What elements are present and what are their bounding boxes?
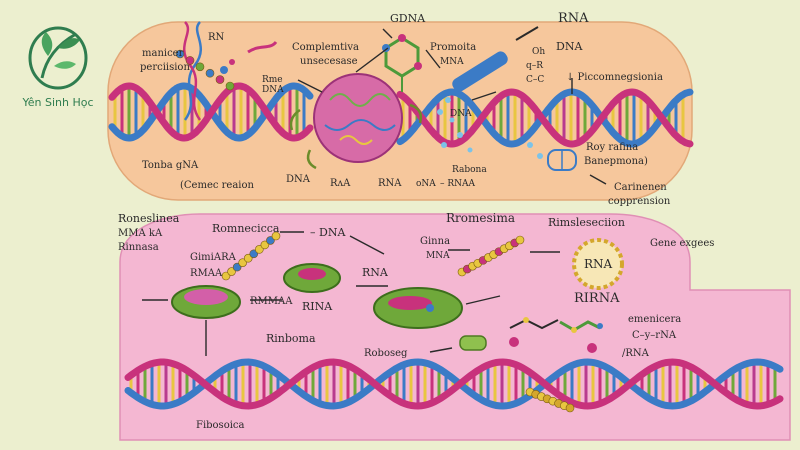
chain-a-bead [243, 253, 253, 263]
nucleus-cluster [289, 73, 423, 170]
chain-a-bead [221, 271, 231, 281]
capsule-icon [527, 142, 577, 171]
chain-a-bead [260, 240, 270, 250]
green-capsule-icon [459, 335, 597, 353]
label-gene-excgees: Gene exgees [650, 238, 714, 249]
label-mma-ka: MMA kA [118, 228, 163, 239]
chain-d-bead [225, 81, 235, 91]
label-oh: Oh [532, 47, 545, 57]
label-rna-center: RNA [362, 266, 389, 279]
label-ona: oNA [416, 179, 436, 189]
label-rna-mid: RNA [378, 178, 402, 189]
chain-a-bead [227, 267, 236, 276]
label-emenicera: emenicera [628, 314, 681, 325]
label-rnaa: – RNAA [440, 179, 476, 189]
label-cemecreaion: (Cemec reaion [180, 180, 255, 191]
label-roboseg: Roboseg [364, 348, 408, 359]
label-romnecicca: Romnecicca [212, 222, 280, 235]
bottom-helix-strand-b [124, 358, 784, 410]
chain-d-bead [195, 62, 205, 72]
label-gimiara: GimiARA [190, 252, 237, 263]
label-rinboma: Rinboma [266, 332, 316, 345]
label-manicer: manicer [142, 48, 184, 59]
label-perciision: perciision [140, 62, 190, 73]
molecule-icon [509, 317, 603, 333]
label-rimslesecion: Rimsleseciion [548, 216, 625, 229]
label-rabona: Rabona [452, 165, 487, 175]
label-rmaa: RMAA [190, 268, 223, 279]
label-cc: C–C [526, 75, 544, 85]
mini-helix-icon [183, 21, 278, 121]
label-promoita: Promoita [430, 42, 476, 53]
chain-a-bead [255, 245, 264, 254]
label-dna-right: DNA [556, 40, 583, 53]
label-tonba-gna: Tonba gNA [142, 160, 199, 171]
label-complementive: Complemtiva [292, 42, 359, 53]
chain-a-bead [249, 249, 259, 259]
label-ginna: Ginna [420, 236, 450, 247]
chain-a-bead [238, 258, 247, 267]
label-y-rna: C–y–rNA [632, 330, 677, 341]
top-helix-right-strand-a [396, 88, 694, 148]
label-mna-bottom: MNA [426, 251, 450, 261]
label-unsecesace: unsecesase [300, 56, 358, 67]
label-copprension: copprension [608, 196, 671, 207]
label-rme-dna: DNA [262, 85, 284, 95]
pipette-icon [437, 26, 539, 153]
label-rinnasa: Rinnasa [118, 242, 159, 253]
label-dna-small: DNA [450, 109, 472, 119]
chain-a-bead [232, 262, 242, 272]
label-roy-rafina: Roy rafina [586, 142, 638, 153]
label-qr: q–R [526, 61, 543, 71]
chain-d-bead [175, 49, 185, 59]
label-dna-mid: DNA [286, 174, 311, 185]
ribosome-left [171, 285, 241, 319]
logo-caption: Yên Sinh Học [21, 96, 93, 109]
chain-d-bead [185, 56, 195, 65]
label-ra: RʌA [330, 178, 351, 189]
label-rromesima: Rromesima [446, 211, 515, 225]
label-rna-badge: RNA [584, 257, 613, 271]
label-fibosoica: Fibosoica [196, 420, 245, 431]
gdna-molecule [382, 34, 422, 92]
ribosome-middle [283, 263, 341, 293]
label-banepmona: Banepmona) [584, 156, 648, 167]
label-mna: MNA [440, 57, 464, 67]
label-rna-top: RNA [558, 11, 589, 26]
label-piccomnegsionia: ↓ Piccomnegsionia [566, 72, 663, 83]
label-gdna: GDNA [390, 12, 426, 25]
bottom-helix-strand-a [124, 358, 784, 410]
chain-d-bead [205, 68, 215, 78]
label-carinenen: Carinenen [614, 182, 667, 193]
leaf-logo-icon [28, 26, 88, 90]
label-rina: RINA [302, 300, 333, 313]
bead-chains [175, 49, 575, 413]
bottom-dna-helix [124, 358, 784, 410]
top-helix-left-strand-b [108, 82, 314, 142]
logo: Yên Sinh Học [21, 26, 94, 109]
chain-a-bead [266, 236, 275, 245]
rna-badge [572, 238, 624, 290]
label-rme-dna: Rme [262, 75, 283, 85]
chain-d-bead [215, 75, 225, 84]
label-roneslinea: Roneslinea [118, 212, 180, 225]
top-helix-right-strand-b [396, 88, 694, 148]
label-rna-slash: /RNA [622, 348, 650, 359]
ribosome-center [373, 287, 463, 329]
arrows [142, 28, 607, 356]
label-rn: RN [208, 32, 225, 43]
chain-c-bead [565, 403, 575, 413]
chain-a-bead [271, 231, 281, 241]
label-rmmaa: RMMAA [250, 296, 293, 307]
label-dna-bottom: – DNA [310, 226, 346, 239]
label-rirna: RIRNA [574, 291, 620, 306]
chain-b-bead [515, 235, 525, 245]
top-dna-helix [108, 82, 694, 148]
